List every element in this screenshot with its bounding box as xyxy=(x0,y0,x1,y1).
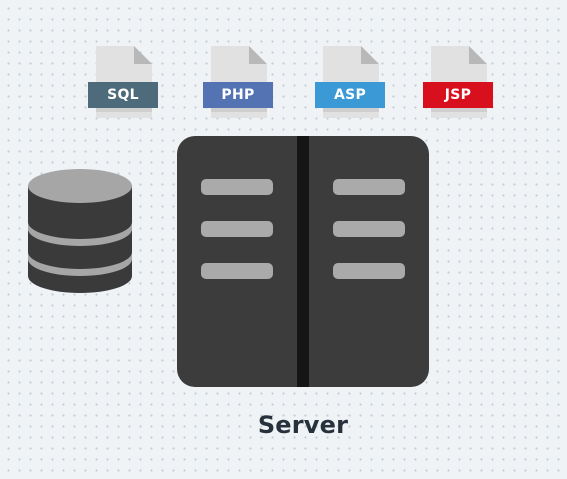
database-icon xyxy=(26,168,134,300)
asp-file-icon: ASP xyxy=(315,46,385,118)
server-label: Server xyxy=(257,411,349,439)
php-file-icon: PHP xyxy=(203,46,273,118)
asp-file-label: ASP xyxy=(333,87,367,103)
server-icon xyxy=(177,136,429,387)
sql-file-icon: SQL xyxy=(88,46,158,118)
jsp-file-icon: JSP xyxy=(423,46,493,118)
sql-file-label: SQL xyxy=(107,87,139,103)
jsp-file-label: JSP xyxy=(444,87,472,103)
php-file-label: PHP xyxy=(221,87,255,103)
